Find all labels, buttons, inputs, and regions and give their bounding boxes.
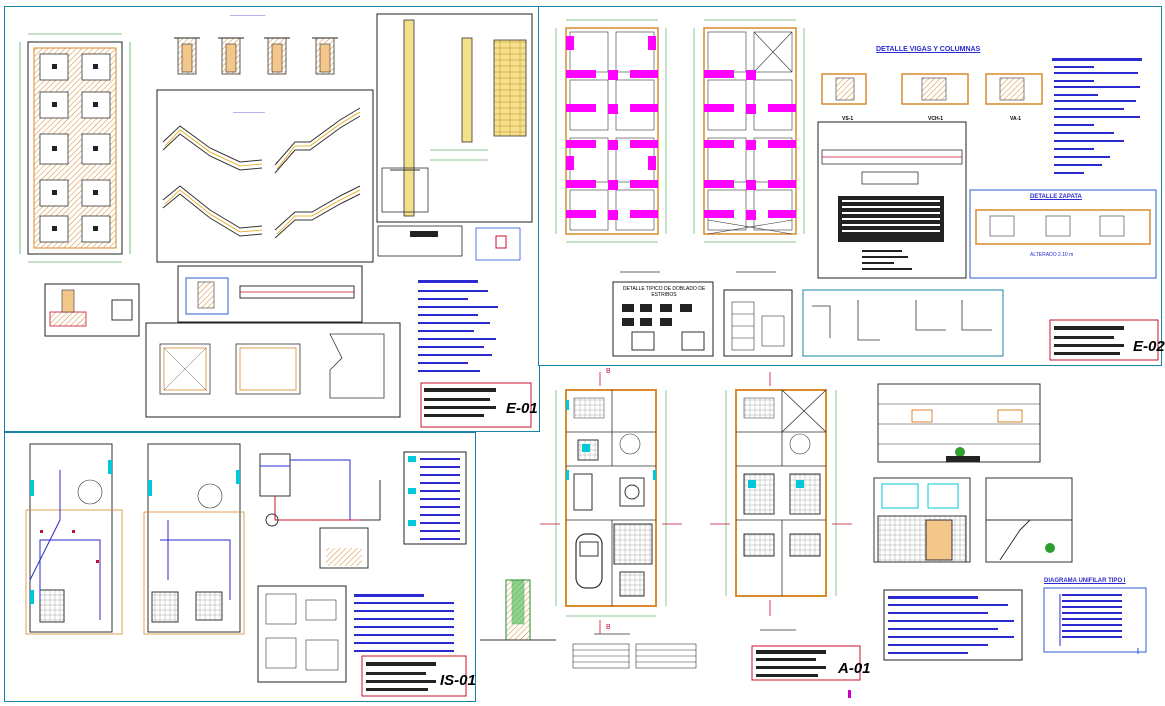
column-plan-2	[693, 19, 805, 243]
sanitary-plan-2	[143, 443, 245, 635]
beam-tag-va1: VA-1	[1010, 116, 1022, 122]
sheet-code-a01: A-01	[838, 660, 871, 677]
stirrup-detail-heading: DETALLE TIPICO DE DOBLADO DE ESTRIBOS	[622, 286, 706, 298]
door-window-tables	[572, 643, 697, 669]
section-elevation	[873, 383, 1073, 563]
sheet-code-e01: E-01	[506, 400, 538, 417]
column-plan-1	[555, 19, 667, 243]
floor-plan-1	[540, 372, 682, 634]
e01-specifications	[415, 276, 525, 376]
svg-text:─────────: ─────────	[232, 110, 265, 116]
sheet-code-is01: IS-01	[440, 672, 476, 689]
footing-heading: DETALLE ZAPATA	[1030, 194, 1082, 200]
water-tank-detail	[259, 453, 381, 569]
e02-specifications	[1052, 58, 1142, 174]
stair-detail	[162, 107, 361, 239]
beam-tag-vch1: VCH-1	[928, 116, 944, 122]
section-mark-top: B	[606, 368, 611, 375]
beams-columns-heading: DETALLE VIGAS Y COLUMNAS	[876, 46, 981, 53]
floor-plan-2	[710, 372, 852, 616]
sanitary-notes	[354, 594, 454, 652]
column-section	[381, 19, 527, 217]
footing-sections: ──────────	[174, 13, 338, 75]
single-line-diagram-heading: DIAGRAMA UNIFILAR TIPO I	[1044, 578, 1126, 584]
beam-sections	[821, 73, 1043, 105]
foundation-plan	[19, 33, 131, 263]
legend-table	[403, 451, 467, 545]
footing-bottom-text: ALTERADO 2.10 m	[1030, 252, 1074, 258]
sheet-code-e02: E-02	[1133, 338, 1165, 355]
svg-text:──────────: ──────────	[229, 13, 266, 19]
stair-detail-box	[156, 89, 374, 263]
section-mark-bottom: B	[606, 624, 611, 631]
sanitary-plan-1	[25, 443, 123, 635]
beam-tag-vs1: VS-1	[842, 116, 854, 122]
